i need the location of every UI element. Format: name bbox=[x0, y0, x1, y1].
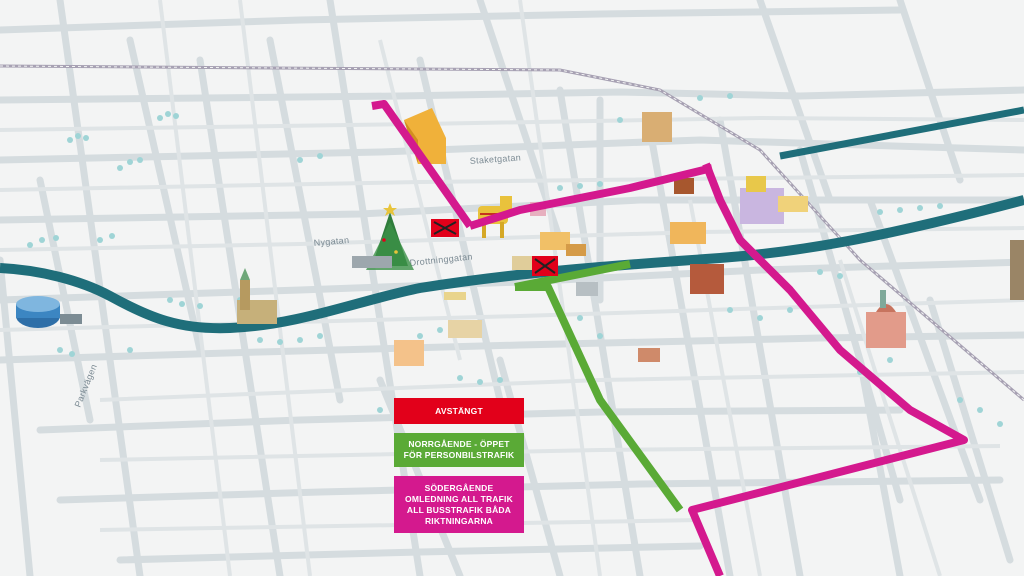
legend-northbound-line1: NORRGÅENDE - ÖPPET bbox=[408, 439, 510, 449]
river bbox=[0, 106, 1024, 334]
legend-southbound-line3: ALL BUSSTRAFIK BÅDA bbox=[406, 504, 512, 515]
plaza-rect bbox=[352, 256, 392, 268]
route-northbound-open bbox=[514, 260, 684, 513]
railway bbox=[0, 64, 1024, 402]
legend-southbound-line1: SÖDERGÅENDE bbox=[424, 482, 494, 493]
church-building bbox=[237, 268, 277, 324]
street-label-drottninggatan: Drottninggatan bbox=[409, 251, 473, 268]
legend-southbound: SÖDERGÅENDE OMLEDNING ALL TRAFIK ALL BUS… bbox=[394, 476, 524, 533]
map-legend: AVSTÄNGT NORRGÅENDE - ÖPPET FÖR PERSONBI… bbox=[394, 398, 524, 533]
closed-marker-drottninggatan bbox=[532, 256, 558, 276]
closed-marker-nygatan bbox=[431, 219, 459, 237]
tower-building bbox=[1010, 240, 1024, 300]
legend-southbound-line4: RIKTNINGARNA bbox=[424, 515, 494, 526]
legend-closed: AVSTÄNGT bbox=[394, 398, 524, 424]
legend-closed-label: AVSTÄNGT bbox=[435, 405, 483, 416]
legend-northbound-line2: FÖR PERSONBILSTRAFIK bbox=[403, 450, 515, 460]
route-southbound-detour bbox=[371, 100, 968, 576]
legend-northbound: NORRGÅENDE - ÖPPET FÖR PERSONBILSTRAFIK bbox=[394, 433, 524, 467]
concert-hall-building bbox=[16, 296, 82, 328]
museum-building bbox=[866, 290, 906, 348]
street-label-staketgatan: Staketgatan bbox=[469, 152, 521, 166]
legend-southbound-line2: OMLEDNING ALL TRAFIK bbox=[405, 493, 513, 504]
station-building bbox=[740, 176, 808, 224]
street-label-nygatan: Nygatan bbox=[313, 235, 349, 248]
market-buildings bbox=[394, 112, 724, 366]
